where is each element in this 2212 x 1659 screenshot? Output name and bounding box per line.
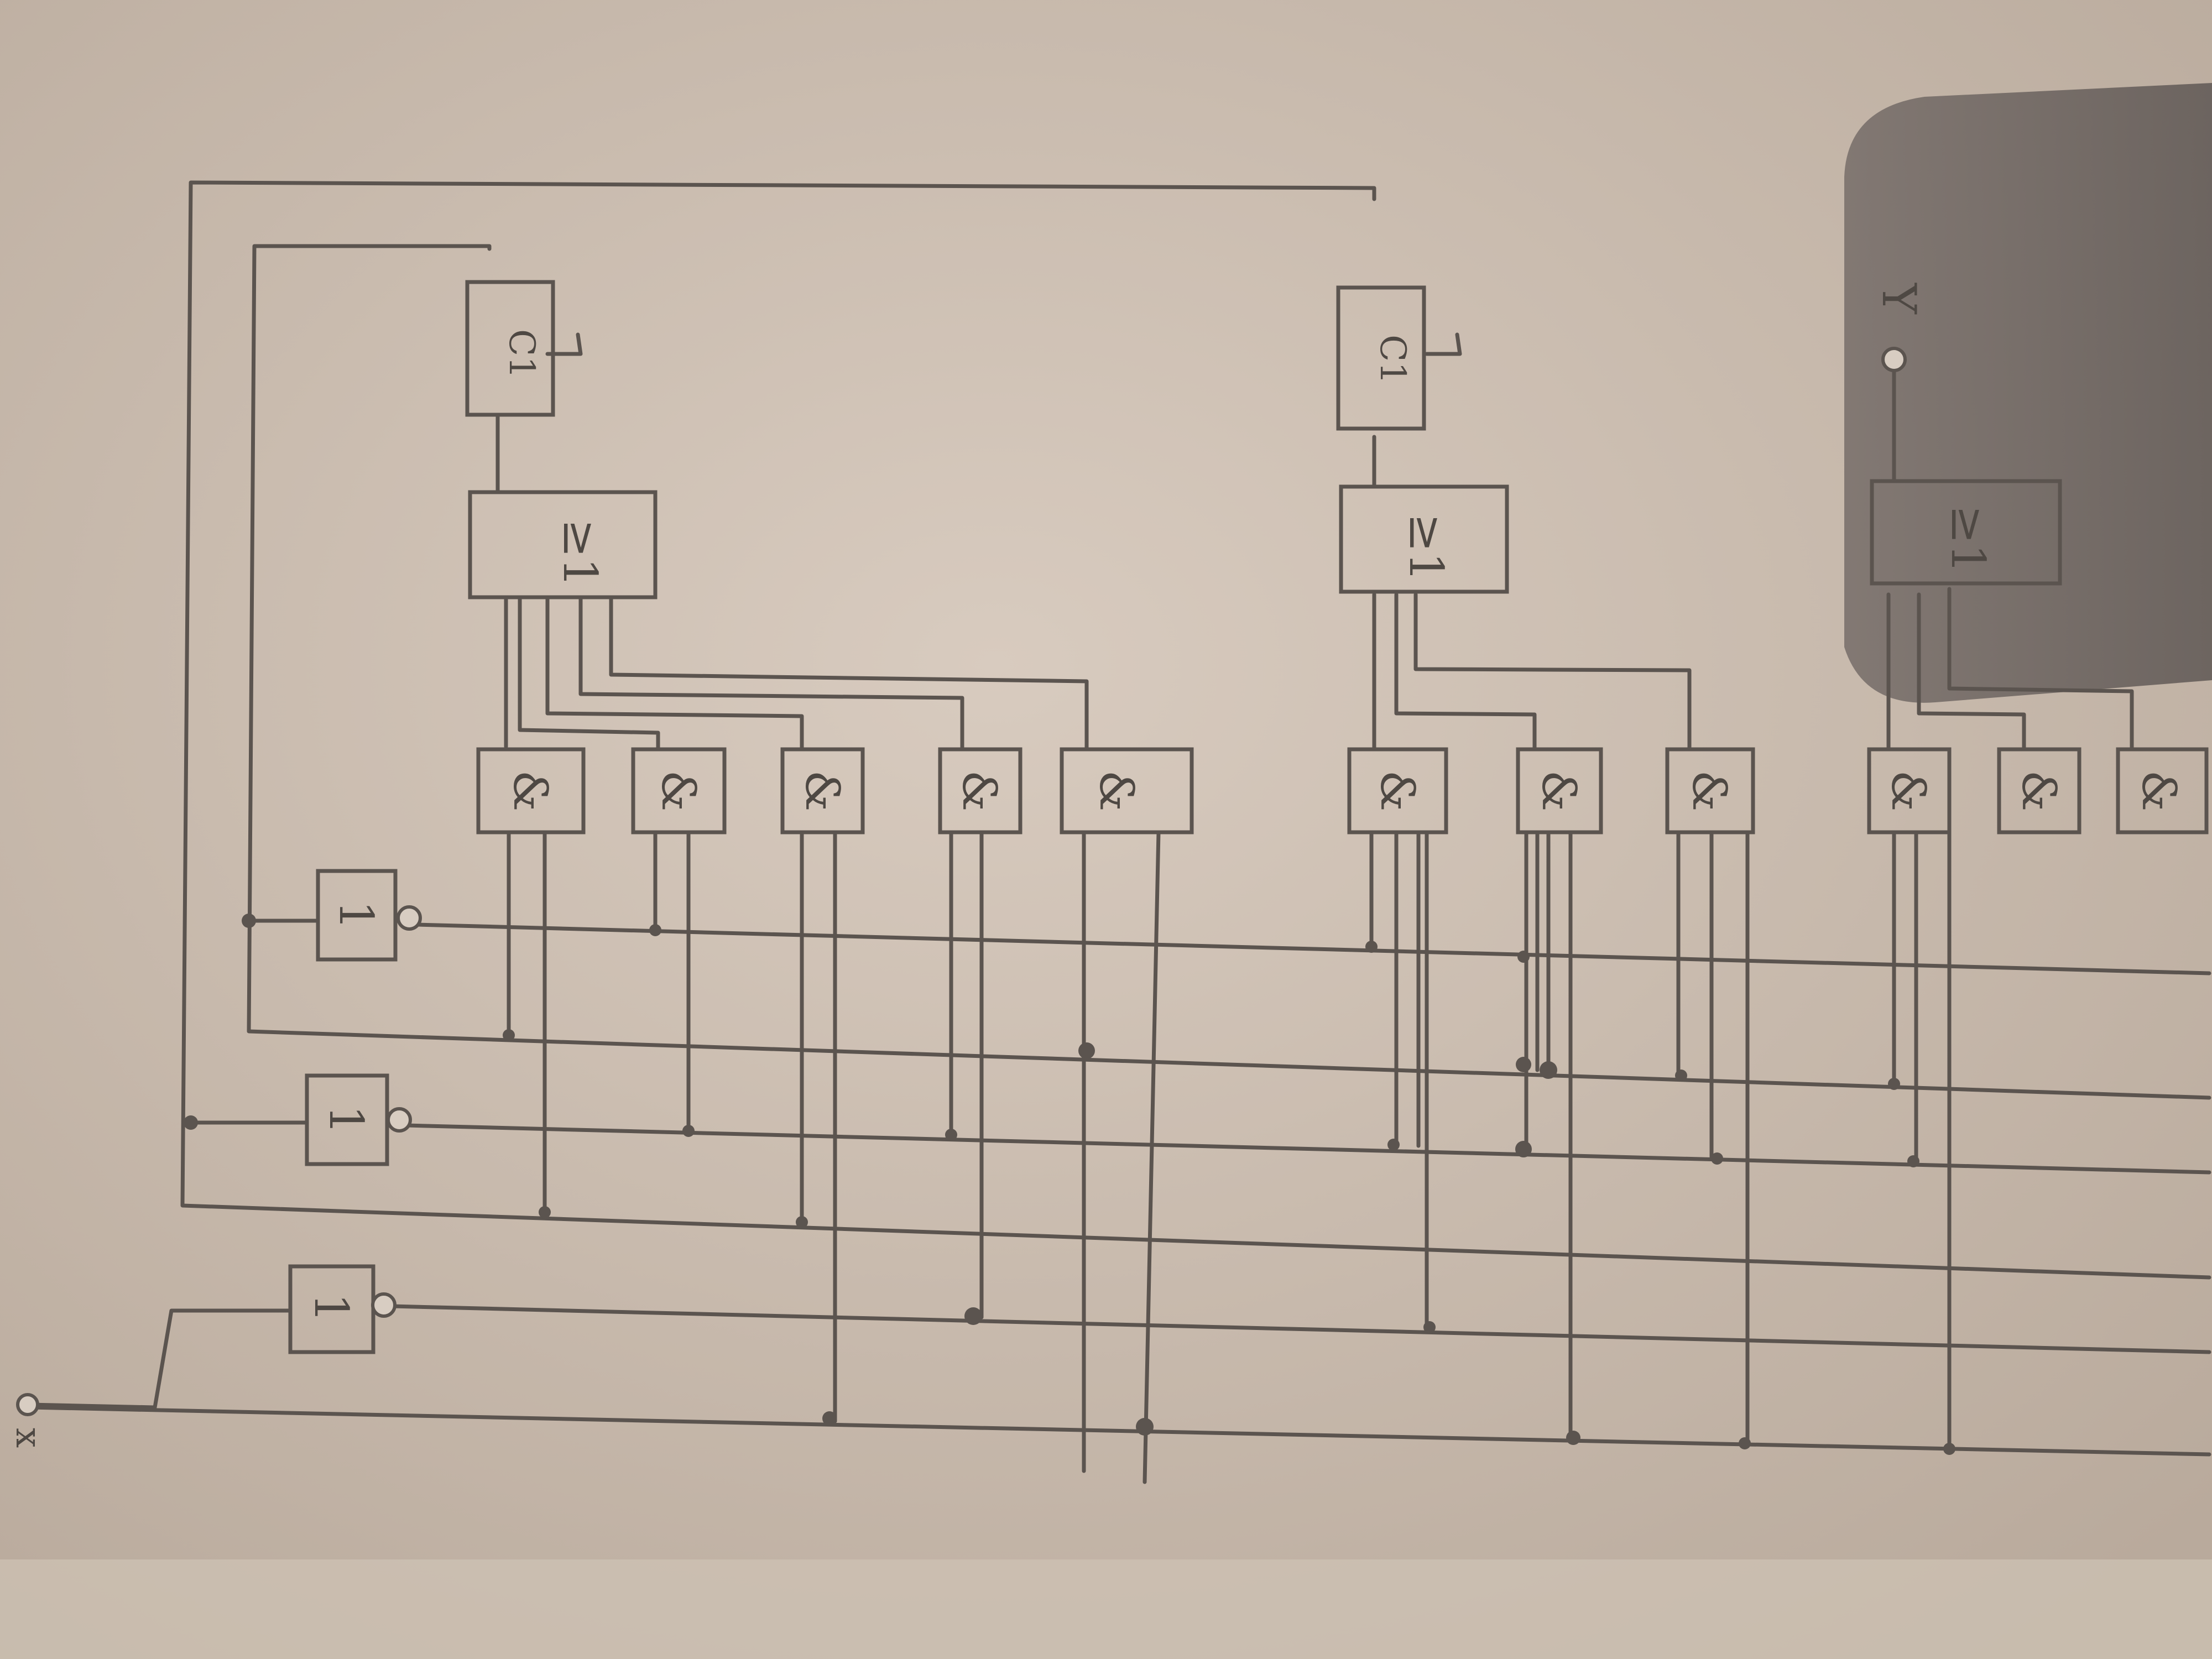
not-gate-2: 1: [305, 1073, 412, 1166]
and-gate-10-label: &: [2012, 770, 2066, 812]
or-gate-1: ≥1: [468, 490, 658, 599]
and-gate-9-label: &: [1881, 770, 1936, 812]
hand-shadow: [1844, 83, 2212, 703]
not-gate-3: 1: [288, 1264, 397, 1354]
or-gate-2-label: ≥1: [1399, 513, 1453, 582]
or-gate-1-label: ≥1: [553, 519, 607, 587]
not-gate-1: 1: [316, 869, 422, 962]
or-gate-3-label: ≥1: [1941, 505, 1995, 573]
flipflop-1: C1: [465, 280, 555, 417]
and-gate-4: &: [938, 747, 1022, 834]
and-gate-4-label: &: [952, 770, 1006, 812]
input-terminal-x-label: x: [8, 1428, 49, 1448]
flipflop-1-label: C1: [501, 329, 542, 379]
and-gate-3-label: &: [795, 770, 849, 812]
not-gate-1-label: 1: [329, 900, 383, 930]
and-gate-1: &: [476, 747, 586, 834]
and-gate-5: &: [1060, 747, 1194, 834]
input-terminal-x: x: [8, 1393, 49, 1448]
junction-dots: [184, 914, 1955, 1455]
and-gate-8-label: &: [1682, 770, 1736, 812]
and-gate-9: &: [1867, 747, 1952, 834]
and-gate-7-label: &: [1532, 770, 1586, 812]
and-gate-11: &: [2116, 747, 2209, 834]
or-gate-3: ≥1: [1870, 479, 2062, 586]
and-gate-2-label: &: [651, 770, 706, 812]
not-gate-2-label: 1: [319, 1105, 373, 1134]
and-gates: & & & & & & & &: [476, 747, 2209, 834]
not-gate-3-label: 1: [304, 1293, 358, 1322]
and-gate-6-label: &: [1370, 770, 1425, 812]
and-gate-8: &: [1665, 747, 1755, 834]
output-terminal-y: Y: [1872, 283, 1926, 372]
paper-bottom-edge: [0, 1559, 2212, 1659]
and-gate-11-label: &: [2132, 770, 2186, 812]
and-gate-10: &: [1997, 747, 2081, 834]
flipflop-2-label: C1: [1372, 335, 1413, 384]
and-gate-6: &: [1347, 747, 1448, 834]
and-gate-5-label: &: [1089, 770, 1144, 812]
and-gate-1-label: &: [503, 770, 557, 812]
and-gate-2: &: [631, 747, 727, 834]
and-gate-7: &: [1516, 747, 1603, 834]
output-terminal-y-label: Y: [1872, 283, 1926, 315]
or-gate-2: ≥1: [1339, 484, 1509, 594]
flipflop-2: C1: [1336, 285, 1426, 431]
and-gate-3: &: [780, 747, 865, 834]
